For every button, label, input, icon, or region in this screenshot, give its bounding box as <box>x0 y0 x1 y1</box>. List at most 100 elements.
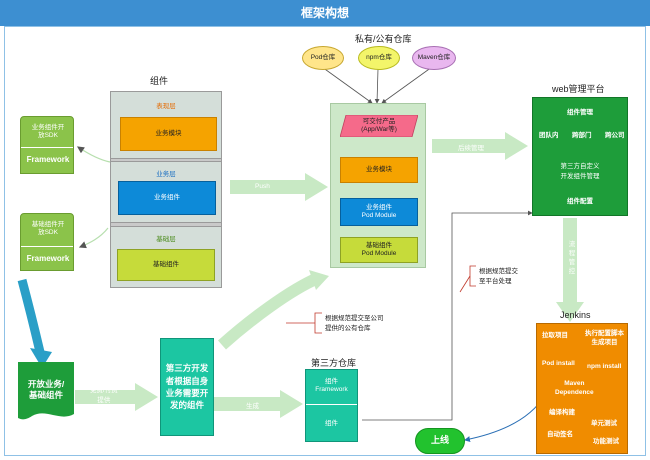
note-submit-line2: 提供的公有仓库 <box>325 324 371 332</box>
pod-to-repo-line <box>321 66 373 104</box>
web-third-party: 第三方自定义 开发组件管理 <box>533 162 627 182</box>
pod-repo-bubble: Pod仓库 <box>302 46 344 70</box>
jenkins-npm-install: npm install <box>587 363 622 370</box>
jenkins-compile: 编译构建 <box>549 409 575 416</box>
third-dev-arrowhead <box>309 270 329 290</box>
sdk-base-divider <box>21 246 73 247</box>
repo-pod-module-line1: 业务组件 <box>366 204 392 212</box>
deliverable-shape <box>340 115 418 137</box>
web-config: 组件配置 <box>567 198 593 205</box>
jenkins-pod-install: Pod install <box>542 360 575 367</box>
third-dev-line3: 业务需要开 <box>165 388 209 398</box>
generate-label: 生成 <box>246 403 259 410</box>
third-dev-to-repo-arrow <box>218 272 321 350</box>
npm-to-repo-line <box>374 68 380 104</box>
repo-pod-module-line2: Pod Module <box>361 212 397 219</box>
sdk-business-framework: Framework <box>26 154 70 164</box>
repo-base-module-line2: Pod Module <box>361 250 397 257</box>
jenkins-maven-line1: Maven <box>564 380 585 387</box>
sdk-to-open-arrowhead <box>30 348 52 368</box>
third-repo-comp: 组件 <box>325 377 338 385</box>
sdk-base: 基础组件开 放SDK Framework <box>20 213 74 271</box>
repo-business-module: 业务模块 <box>340 157 418 183</box>
repo-label: 私有/公有仓库 <box>355 34 412 44</box>
jenkins-maven-line2: Dependence <box>555 389 594 397</box>
jenkins-pull: 拉取项目 <box>542 332 568 339</box>
third-repo-label: 第三方仓库 <box>311 358 357 368</box>
to-sdk-top-line <box>77 146 111 163</box>
jenkins-unit-test: 单元测试 <box>591 420 617 427</box>
open-components-shape <box>18 362 74 420</box>
layer-presentation-label: 表现层 <box>156 103 176 110</box>
web-component-mgmt: 组件管理 <box>567 109 593 116</box>
sdk-business-title: 业务组件开 放SDK <box>21 121 75 143</box>
components-label: 组件 <box>150 76 169 86</box>
jenkins-exec: 执行配置脚本 生成项目 <box>585 329 624 347</box>
third-repo-top: 组件 Framework <box>306 374 357 398</box>
repo-base-module-line1: 基础组件 <box>366 242 392 250</box>
open-components-line2: 基础组件 <box>28 390 63 400</box>
deliverable-line2: (App/War等) <box>361 126 397 133</box>
third-repo-to-web-line <box>362 210 533 421</box>
note-platform-leader <box>459 275 471 293</box>
layer-base-label: 基础层 <box>156 236 176 243</box>
push-label: Push <box>255 183 270 190</box>
jenkins-sign: 自动签名 <box>547 431 573 438</box>
process-arrow <box>556 218 584 322</box>
presentation-module: 业务模块 <box>120 117 217 151</box>
sdk-to-open-arrow <box>17 278 45 354</box>
web-platform-box: 组件管理 团队内 跨部门 跨公司 第三方自定义 开发组件管理 组件配置 <box>532 97 628 216</box>
third-repo-box: 组件 Framework 组件 <box>305 369 358 442</box>
sdk-base-title-line2: 放SDK <box>38 229 58 236</box>
sdk-business-divider <box>21 147 73 148</box>
online-button[interactable]: 上线 <box>415 428 465 454</box>
maven-to-repo-line <box>381 66 433 104</box>
free-pay-arrow <box>75 383 158 411</box>
diagram-frame <box>4 26 646 456</box>
open-components-line1: 开放业务/ <box>27 378 65 389</box>
third-repo-comp2: 组件 <box>325 419 338 427</box>
base-component: 基础组件 <box>117 249 215 281</box>
process-label-line1: 流程 <box>568 241 576 258</box>
repo-base-module: 基础组件 Pod Module <box>340 237 418 263</box>
push-arrow <box>230 173 328 201</box>
third-dev-line1: 第三方开发 <box>165 363 209 374</box>
jenkins-to-online-line <box>464 394 546 442</box>
sdk-business-title-line2: 放SDK <box>38 132 58 139</box>
sdk-business-title-line1: 业务组件开 <box>31 124 65 132</box>
note-platform: 根据规范提交 至平台处理 <box>479 267 518 287</box>
third-dev-line2: 者根据自身 <box>165 375 209 386</box>
open-components-label: 开放业务/ 基础组件 <box>18 370 74 410</box>
note-platform-line2: 至平台处理 <box>479 277 512 285</box>
free-pay-label-line2: 提供 <box>97 396 111 404</box>
sdk-business: 业务组件开 放SDK Framework <box>20 116 74 174</box>
repo-pod-module: 业务组件 Pod Module <box>340 198 418 226</box>
page-title: 框架构想 <box>0 0 650 26</box>
sdk-base-title: 基础组件开 放SDK <box>21 218 75 240</box>
web-team: 团队内 <box>539 132 559 139</box>
web-cross-dept: 跨部门 <box>572 132 592 139</box>
web-cross-company: 跨公司 <box>605 132 625 139</box>
maven-repo-bubble: Maven仓库 <box>412 46 456 70</box>
third-repo-divider <box>306 404 357 405</box>
web-third-party-line2: 开发组件管理 <box>560 172 600 180</box>
publish-label: 后续管理 <box>458 145 484 152</box>
web-third-party-line1: 第三方自定义 <box>560 163 600 170</box>
jenkins-box: 拉取项目 执行配置脚本 生成项目 Pod install npm install… <box>536 323 628 454</box>
free-pay-label: 免费/付费 提供 <box>90 386 118 406</box>
jenkins-maven: Maven Dependence <box>555 379 594 397</box>
deliverable-line1: 可交付产品 <box>362 118 396 126</box>
third-dev-line4: 发的组件 <box>169 400 204 411</box>
free-pay-label-line1: 免费/付费 <box>90 387 118 394</box>
note-submit-line1: 根据规范提交至公司 <box>325 315 384 322</box>
note-submit-bracket <box>314 312 322 334</box>
jenkins-exec-line2: 生成项目 <box>591 339 618 347</box>
to-sdk-bot-line <box>78 227 109 249</box>
publish-arrow <box>432 132 528 160</box>
sdk-base-framework: Framework <box>26 253 70 263</box>
jenkins-exec-line1: 执行配置脚本 <box>585 330 624 337</box>
third-party-developer-box: 第三方开发 者根据自身 业务需要开 发的组件 <box>160 338 214 436</box>
note-platform-bracket <box>469 265 476 287</box>
process-label: 流程 管控 <box>566 240 578 276</box>
